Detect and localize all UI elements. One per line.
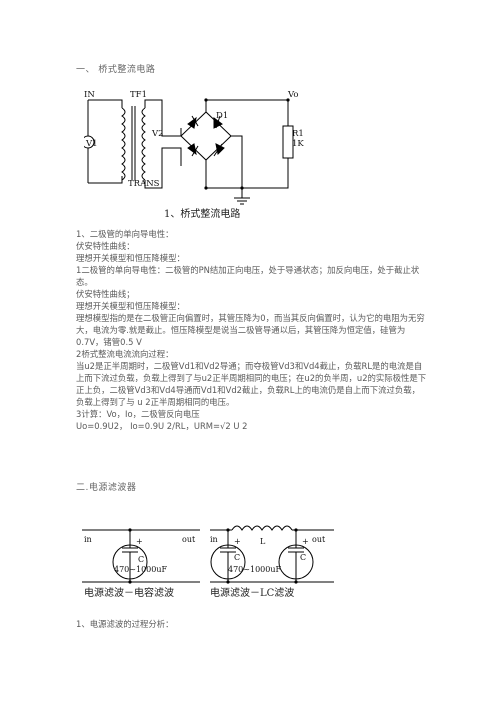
left-c-label: C (138, 555, 144, 564)
label-trans: TRANS (128, 179, 160, 189)
right-c2-label: C (300, 553, 306, 562)
label-tf1: TF1 (130, 90, 147, 100)
paragraph: 当u2是正半周期时，二极管Vd1和Vd2导通；而夺极管Vd3和Vd4截止，负载R… (76, 361, 427, 407)
paragraph: 理想模型指的是在二极管正向偏置时，其管压降为0，而当其反向偏置时，认为它的电阻为… (76, 313, 425, 347)
paragraph: 伏安特性曲线； (76, 289, 135, 299)
right-caption: 电源滤波－LC滤波 (210, 586, 294, 599)
paragraph: Uo=0.9U2， Io=0.9U 2/RL，URM=√2 U 2 (76, 421, 248, 431)
right-cap-value: 470~1000uF (228, 565, 281, 574)
left-in-label: in (84, 535, 92, 544)
left-cap-value: 470~1000uF (114, 565, 167, 574)
right-plus-2: + (302, 537, 309, 546)
figure-1-caption: 1、桥式整流电路 (164, 207, 240, 220)
right-c1-label: C (234, 553, 240, 562)
label-v1: V1 (85, 139, 98, 149)
right-in-label: in (210, 535, 218, 544)
paragraph: 1二极管的单向导电性：二极管的PN结加正向电压，处于导通状态；加反向电压，处于截… (76, 265, 420, 287)
paragraph: 伏安特性曲线： (76, 241, 135, 251)
label-r1: R1 (292, 129, 304, 139)
section-2-body: 1、电源滤波的过程分析： (76, 618, 428, 630)
paragraph: 理想开关模型和恒压降模型： (76, 301, 185, 311)
label-vo: Vo (287, 90, 298, 100)
label-v2: V2 (151, 129, 164, 139)
label-d1: D1 (216, 111, 228, 121)
right-l-label: L (260, 537, 266, 546)
paragraph: 3计算：Vo，Io，二极管反向电压 (76, 409, 200, 419)
label-in: IN (84, 90, 95, 100)
left-out-label: out (182, 535, 196, 544)
label-r1-value: 1K (292, 139, 304, 149)
bridge-rectifier-diagram: IN TF1 Vo V1 V2 D1 R1 1K TRANS 1、桥式整流电路 (84, 90, 304, 220)
power-filter-diagrams: in out + C 470~1000uF 电源滤波－电容滤波 in out L… (82, 525, 334, 599)
left-plus-label: + (136, 537, 143, 546)
paragraph: 理想开关模型和恒压降模型： (76, 253, 185, 263)
section-1-heading: 一、 桥式整流电路 (76, 65, 156, 75)
paragraph: 1、二极管的单向导电性： (76, 229, 174, 239)
right-out-label: out (312, 535, 326, 544)
paragraph: 1、电源滤波的过程分析： (76, 619, 174, 629)
paragraph: 2桥式整流电流流向过程： (76, 349, 174, 359)
section-2-heading: 二.电源滤波器 (76, 483, 137, 493)
left-caption: 电源滤波－电容滤波 (84, 586, 174, 599)
right-plus-1: + (234, 537, 241, 546)
section-1-body: 1、二极管的单向导电性： 伏安特性曲线： 理想开关模型和恒压降模型： 1二极管的… (76, 228, 428, 432)
